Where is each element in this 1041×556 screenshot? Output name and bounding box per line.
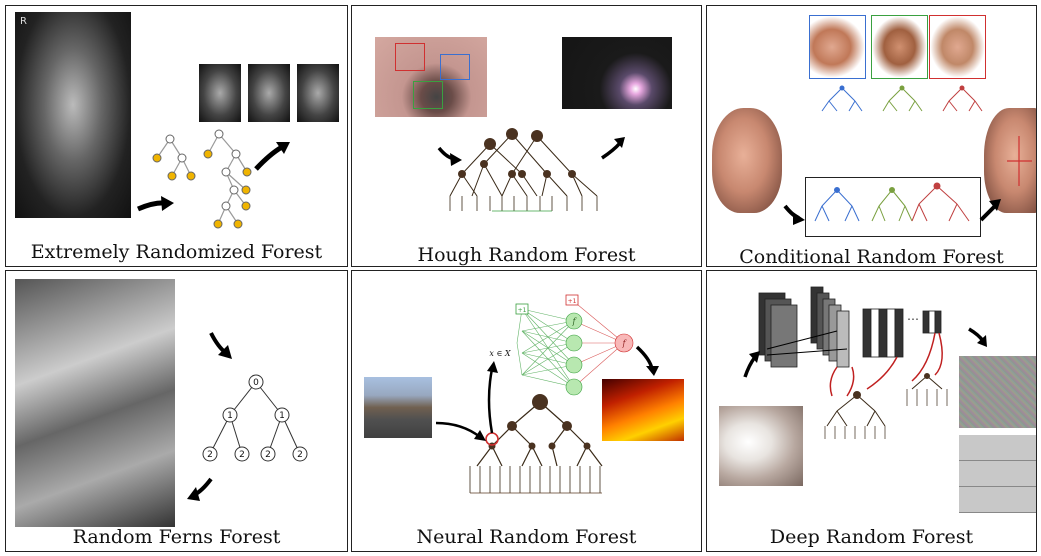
eye-image (375, 37, 487, 117)
panel-title: Conditional Random Forest (739, 246, 1004, 267)
fern-node-2d: 2 (297, 450, 303, 460)
fern-node-2c: 2 (265, 450, 271, 460)
dogs-image (719, 406, 803, 486)
street-image (364, 377, 432, 438)
panel-title: Extremely Randomized Forest (30, 241, 323, 263)
blue-face-group (809, 15, 866, 79)
bias-node-top: +1 (518, 307, 527, 314)
extra-trees-diagram (136, 129, 290, 229)
xray-thumb-3 (297, 64, 339, 122)
hidden-node-f: f (572, 317, 578, 326)
xray-label: R (20, 16, 27, 27)
fern-node-0: 0 (253, 378, 259, 388)
panel-title: Hough Random Forest (417, 244, 636, 266)
xray-thumb-1 (199, 64, 241, 122)
fern-diagram: 0 1 1 2 2 2 2 (187, 332, 308, 501)
cat-image (15, 279, 175, 527)
panel-title: Random Ferns Forest (72, 526, 281, 548)
fern-node-2a: 2 (207, 450, 213, 460)
noise-image (959, 356, 1036, 428)
feature-grid-image (959, 435, 1036, 513)
ellipsis: ⋯ (907, 312, 919, 326)
panel-hough-random-forest: Hough Random Forest (351, 5, 702, 267)
red-face-group (929, 15, 986, 79)
input-label: x ∈ X (489, 349, 511, 358)
fern-node-1a: 1 (227, 411, 233, 421)
conditional-trees-diagram (783, 85, 1032, 225)
face-left (712, 108, 782, 213)
fern-node-1b: 1 (279, 411, 285, 421)
panel-extremely-randomized-forest: R Extremely Randomized Forest (5, 5, 348, 267)
panel-random-ferns-forest: 0 1 1 2 2 2 2 Random Ferns Forest (5, 270, 348, 552)
neural-forest-diagram: +1 +1 x ∈ X f f (435, 294, 659, 494)
conditional-forest-box (805, 177, 981, 237)
green-face-group (871, 15, 928, 79)
green-box (413, 81, 443, 109)
xray-thumb-2 (248, 64, 290, 122)
hough-forest-diagram (437, 128, 625, 212)
bias-node-mid: +1 (568, 298, 577, 305)
deep-forest-diagram: ⋯ (743, 286, 987, 439)
panel-conditional-random-forest: Conditional Random Forest (706, 5, 1037, 267)
panel-neural-random-forest: +1 +1 x ∈ X f f Neural Random Forest (351, 270, 702, 552)
panel-deep-random-forest: ⋯ Deep Random Forest (706, 270, 1037, 552)
panel-title: Neural Random Forest (416, 526, 637, 548)
panel-title: Deep Random Forest (769, 526, 974, 548)
blue-box (440, 54, 470, 80)
heatmap-image (602, 379, 684, 441)
output-node-f: f (622, 339, 628, 348)
xray-hand-image (15, 12, 131, 218)
fern-node-2b: 2 (239, 450, 245, 460)
red-box (395, 43, 425, 71)
hough-vote-map (562, 37, 672, 109)
